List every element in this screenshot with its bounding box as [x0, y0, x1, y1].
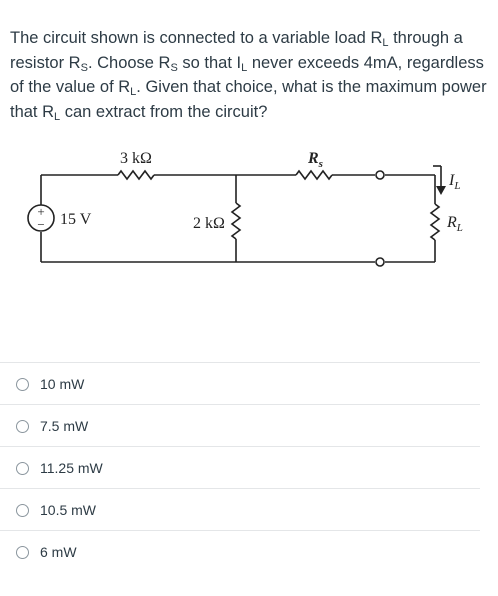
current-label: IL [448, 172, 460, 192]
question-text: The circuit shown is connected to a vari… [10, 29, 487, 123]
answer-option-5[interactable]: 6 mW [0, 530, 480, 573]
r2-label: 2 kΩ [193, 215, 225, 232]
load-resistor [429, 203, 441, 241]
answer-label: 10 mW [40, 376, 85, 392]
source-minus: − [37, 217, 44, 232]
radio-button[interactable] [16, 461, 29, 475]
voltage-source [27, 204, 55, 232]
terminal-top [375, 170, 385, 180]
answer-label: 6 mW [40, 544, 77, 560]
answer-option-3[interactable]: 11.25 mW [0, 446, 480, 489]
answer-option-1[interactable]: 10 mW [0, 362, 480, 405]
answer-label: 7.5 mW [40, 418, 89, 434]
answer-option-4[interactable]: 10.5 mW [0, 488, 480, 531]
terminal-bottom [375, 257, 385, 267]
load-label: RL [446, 214, 463, 234]
radio-button[interactable] [16, 419, 29, 433]
r2-resistor [230, 202, 242, 240]
answer-label: 11.25 mW [40, 460, 103, 476]
rs-label: Rs [307, 150, 323, 170]
circuit-diagram: + − 15 V 3 kΩ 2 kΩ Rs RL IL [27, 150, 463, 267]
source-label: 15 V [60, 211, 92, 228]
r1-resistor [117, 169, 155, 181]
answer-label: 10.5 mW [40, 502, 97, 518]
radio-button[interactable] [16, 545, 29, 559]
radio-button[interactable] [16, 377, 29, 391]
r1-label: 3 kΩ [120, 150, 152, 167]
current-arrow-icon [436, 186, 446, 195]
radio-button[interactable] [16, 503, 29, 517]
rs-resistor [295, 169, 333, 181]
source-plus: + [37, 204, 44, 219]
answer-option-2[interactable]: 7.5 mW [0, 404, 480, 447]
